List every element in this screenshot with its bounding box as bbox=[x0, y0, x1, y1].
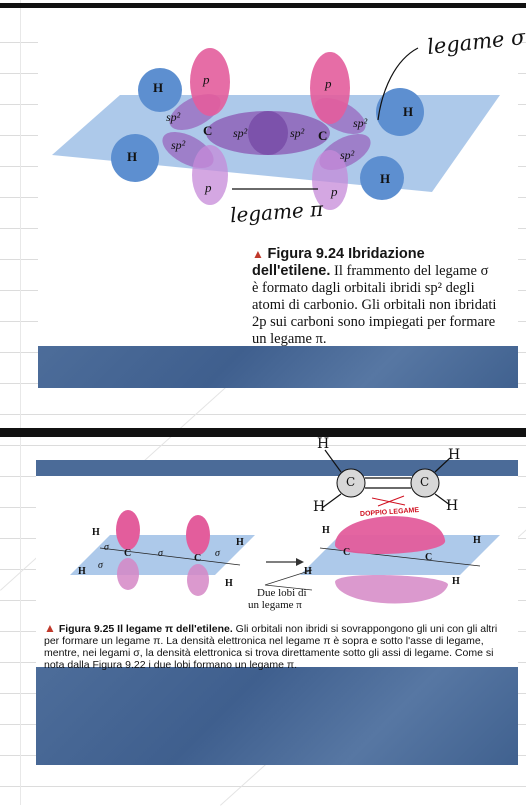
atom-label-c: C bbox=[343, 547, 350, 558]
atom-label-h: H bbox=[236, 537, 244, 548]
lobes-label-line1: Due lobi di bbox=[257, 587, 307, 599]
atom-label-h: H bbox=[452, 576, 460, 587]
sigma-label: σ bbox=[98, 560, 103, 571]
atom-label-h: H bbox=[304, 566, 312, 577]
sigma-label: σ bbox=[104, 542, 109, 553]
handwritten-h: H bbox=[317, 436, 329, 452]
handwritten-h: H bbox=[313, 499, 325, 515]
handwritten-c: C bbox=[346, 475, 355, 489]
atom-label-c: C bbox=[425, 552, 432, 563]
atom-label-c: C bbox=[124, 548, 131, 559]
handwritten-h: H bbox=[448, 447, 460, 463]
atom-label-h: H bbox=[78, 566, 86, 577]
pi-bond-lobe bbox=[335, 575, 448, 603]
caption-lead: Figura 9.25 Il legame π dell'etilene. bbox=[59, 623, 233, 635]
sigma-label: σ bbox=[215, 548, 220, 559]
caption-marker-icon: ▲ bbox=[44, 621, 56, 635]
handwritten-h: H bbox=[446, 498, 458, 514]
handwritten-c: C bbox=[420, 475, 429, 489]
figure-9-25-caption: ▲ Figura 9.25 Il legame π dell'etilene. … bbox=[44, 622, 514, 671]
arrow-icon bbox=[296, 558, 304, 566]
atom-label-h: H bbox=[473, 535, 481, 546]
atom-label-h: H bbox=[322, 525, 330, 536]
atom-label-c: C bbox=[194, 553, 201, 564]
sigma-label: σ bbox=[158, 548, 163, 559]
atom-label-h: H bbox=[92, 527, 100, 538]
atom-label-h: H bbox=[225, 578, 233, 589]
pi-bond-lobe bbox=[335, 516, 445, 554]
lobes-label-line2: un legame π bbox=[248, 599, 302, 611]
